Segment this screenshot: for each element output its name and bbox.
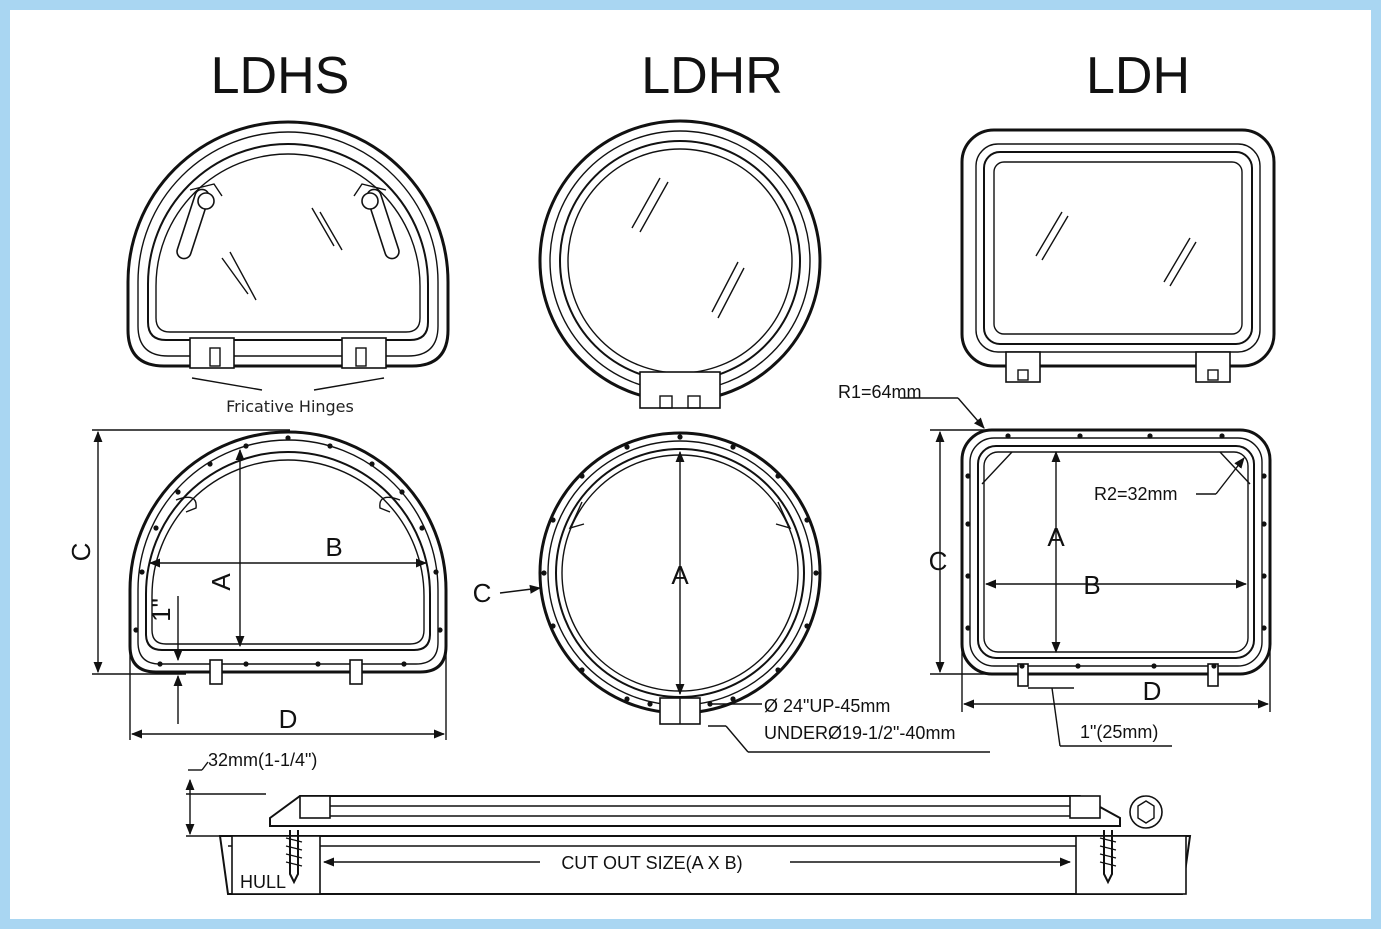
ldhs-dim-d: D — [279, 704, 298, 734]
section-height-note: 32mm(1-1/4") — [208, 750, 317, 770]
ldh-r1-label: R1=64mm — [838, 382, 922, 402]
section-view — [185, 761, 1192, 895]
ldh-dim-d: D — [1143, 676, 1162, 706]
ldhr-dim-a: A — [671, 560, 689, 590]
ldhr-note-under: UNDERØ19-1/2"-40mm — [764, 723, 955, 743]
ldh-r2-label: R2=32mm — [1094, 484, 1178, 504]
section-hull: HULL — [240, 872, 286, 892]
ldhs-top-view — [126, 120, 450, 391]
ldhs-dim-c: C — [66, 543, 96, 562]
ldh-dim-b: B — [1083, 570, 1100, 600]
ldh-hinge-offset: 1"(25mm) — [1080, 722, 1158, 742]
ldhs-bottom-view — [128, 430, 448, 685]
ldhr-dim-c: C — [473, 578, 492, 608]
title-ldhr: LDHR — [641, 47, 783, 105]
ldhs-dim-b: B — [325, 532, 342, 562]
ldhr-top-view — [538, 119, 822, 409]
title-ldhs: LDHS — [211, 47, 350, 105]
ldhs-dimensions — [92, 429, 447, 740]
ldhr-note-up: Ø 24"UP-45mm — [764, 696, 890, 716]
ldh-top-view — [960, 128, 1276, 383]
section-cut-out: CUT OUT SIZE(A X B) — [561, 853, 742, 873]
ldhs-hinge-caption: Fricative Hinges — [226, 397, 354, 416]
ldhr-bottom-view — [499, 431, 990, 753]
ldhs-dim-a: A — [206, 573, 236, 591]
ldhs-dim-offset: 1" — [146, 598, 176, 622]
ldh-bottom-view — [900, 397, 1272, 747]
ldh-dim-c: C — [929, 546, 948, 576]
title-ldh: LDH — [1086, 47, 1190, 105]
ldh-dim-a: A — [1047, 522, 1065, 552]
